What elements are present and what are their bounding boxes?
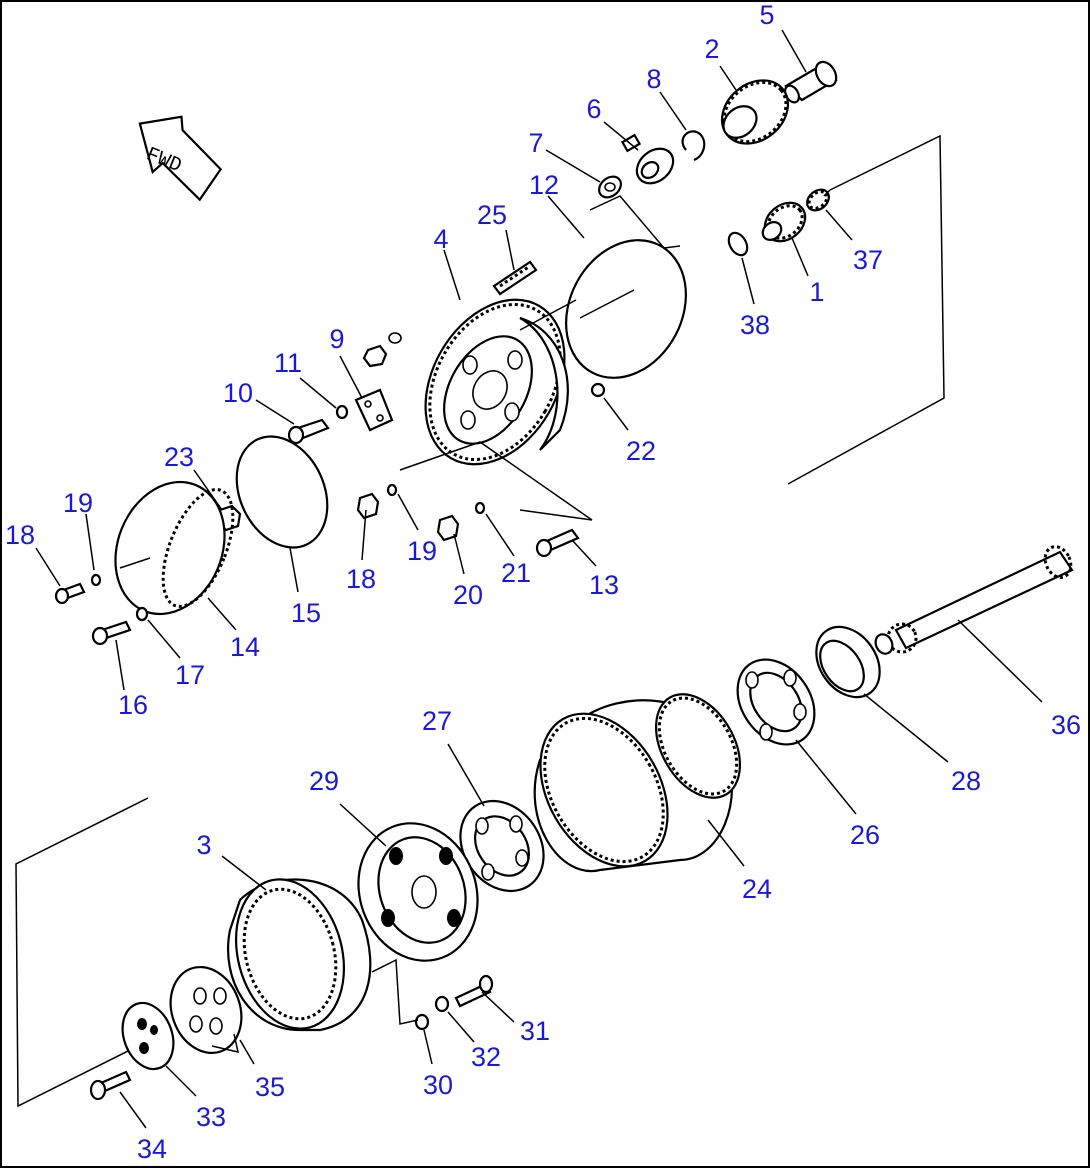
callout-labels: 1 2 3 4 5 6 7 8 9 10 11 12 13 14 15 16 1… (5, 0, 1081, 1164)
callout-19-center: 19 (407, 536, 437, 566)
callout-10: 10 (223, 378, 253, 408)
callout-9: 9 (329, 324, 344, 354)
carrier-housing-part-4 (362, 298, 569, 466)
callout-31: 31 (520, 1016, 550, 1046)
callout-5: 5 (759, 0, 774, 30)
washer-part-19-center (386, 483, 398, 497)
o-ring-part-15 (235, 435, 329, 549)
callout-12: 12 (529, 170, 559, 200)
washer-part-7 (598, 175, 622, 199)
washer-part-17 (135, 606, 149, 622)
callout-18-center: 18 (346, 564, 376, 594)
seal-ring-part-28 (815, 625, 881, 699)
callout-26: 26 (850, 820, 880, 850)
callout-6: 6 (586, 94, 601, 124)
ring-gear-part-3 (227, 878, 372, 1032)
pin-part-5 (784, 60, 838, 104)
bolt-part-18-center (356, 492, 380, 520)
gear-part-35 (169, 965, 243, 1055)
callout-29: 29 (309, 766, 339, 796)
bolt-part-20 (436, 514, 460, 542)
plug-part-30 (414, 1013, 430, 1031)
callout-16: 16 (118, 690, 148, 720)
callout-17: 17 (175, 660, 205, 690)
callout-28: 28 (951, 766, 981, 796)
bearing-part-6 (620, 133, 675, 185)
callout-24: 24 (742, 874, 772, 904)
stud-part-25 (492, 260, 538, 296)
washer-part-32 (434, 995, 450, 1013)
callout-20: 20 (453, 580, 483, 610)
callout-18-left: 18 (5, 520, 35, 550)
callout-14: 14 (230, 632, 260, 662)
callout-38: 38 (740, 310, 770, 340)
callout-1: 1 (809, 277, 824, 307)
callout-11: 11 (274, 348, 302, 378)
plug-part-22 (590, 382, 606, 398)
bearing-part-26 (736, 658, 816, 746)
bolt-part-31 (454, 974, 494, 1008)
washer-part-19-left (90, 573, 102, 587)
callout-27: 27 (422, 706, 452, 736)
fwd-arrow-icon: FWD (138, 115, 223, 202)
callout-23: 23 (164, 442, 194, 472)
callout-25: 25 (477, 200, 507, 230)
callout-8: 8 (646, 64, 661, 94)
bolt-part-34 (89, 1070, 132, 1101)
carrier-part-29 (357, 822, 479, 962)
hub-part-24 (533, 693, 742, 873)
plate-part-9 (354, 388, 394, 432)
callout-30: 30 (423, 1070, 453, 1100)
assembly-boundary-lower (15, 797, 149, 1108)
assembly-boundary-upper (787, 134, 945, 485)
needle-bearing-part-1 (761, 201, 807, 243)
callout-19-left: 19 (63, 488, 93, 518)
bolt-part-16 (91, 620, 132, 646)
plate-part-33 (121, 1001, 175, 1071)
callout-36: 36 (1051, 710, 1081, 740)
callout-37: 37 (853, 245, 883, 275)
snap-ring-part-8 (681, 130, 706, 162)
callout-35: 35 (255, 1072, 285, 1102)
bolt-part-13 (535, 528, 580, 558)
nut-part-37 (806, 188, 830, 212)
callout-2: 2 (704, 34, 719, 64)
callout-32: 32 (471, 1042, 501, 1072)
callout-3: 3 (196, 830, 211, 860)
o-ring-part-12 (565, 239, 687, 379)
callout-33: 33 (196, 1102, 226, 1132)
callout-22: 22 (626, 436, 656, 466)
leader-lines (35, 29, 1043, 1129)
washer-part-21 (474, 501, 486, 515)
callout-13: 13 (589, 570, 619, 600)
cover-part-14 (114, 480, 235, 616)
washer-part-11 (335, 404, 349, 420)
callout-7: 7 (528, 128, 543, 158)
ring-part-38 (727, 231, 749, 257)
callout-21: 21 (501, 558, 531, 588)
bolt-part-10 (287, 418, 330, 445)
callout-4: 4 (433, 224, 448, 254)
callout-15: 15 (291, 598, 321, 628)
gear-part-2 (720, 79, 790, 145)
callout-34: 34 (137, 1134, 167, 1164)
bearing-part-27 (459, 799, 545, 893)
bolt-part-18-left (54, 582, 86, 605)
shaft-part-36 (874, 545, 1074, 655)
